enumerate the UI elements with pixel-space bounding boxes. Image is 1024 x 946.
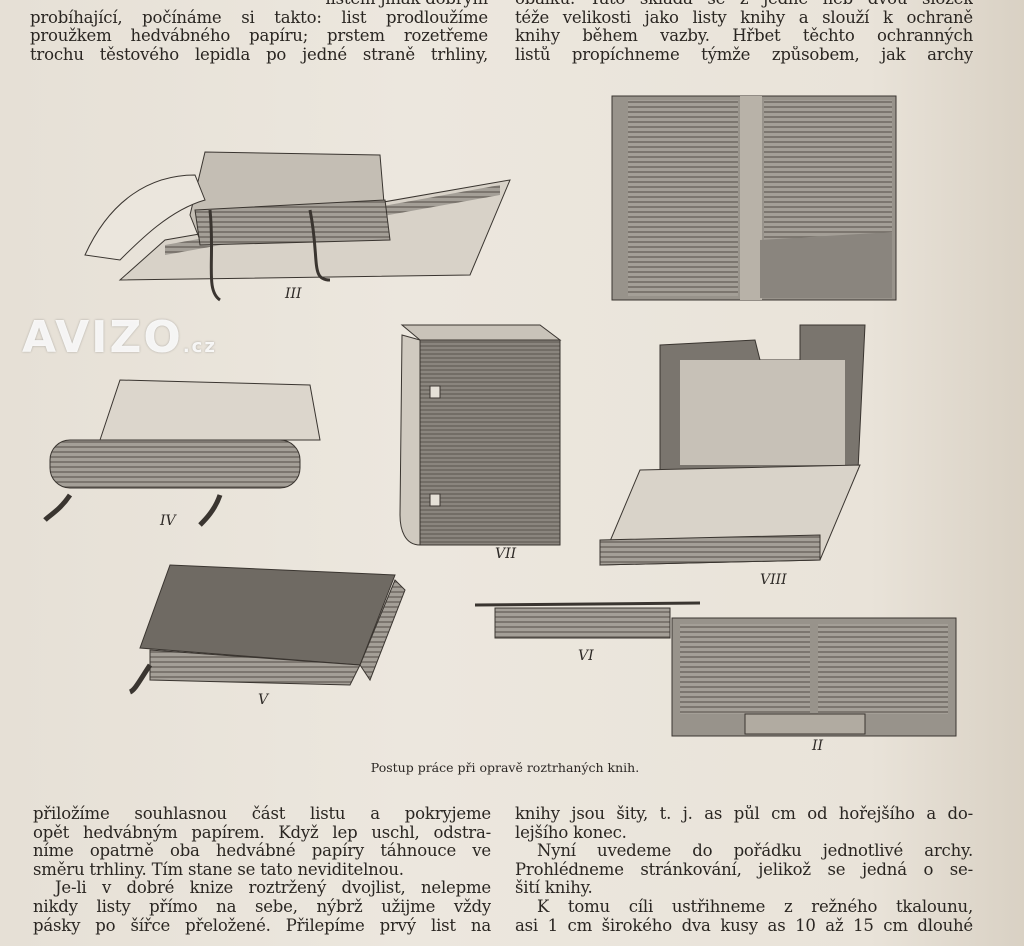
text-line: téže velikosti jako listy knihy a slouží… [515, 8, 973, 27]
figure-label-vii: VII [495, 546, 517, 562]
watermark-suffix: .cz [182, 336, 217, 357]
figure-label-iv: IV [160, 513, 176, 529]
figure-open-pages-top [611, 95, 897, 301]
text-line: asi 1 cm širokého dva kusy as 10 až 15 c… [515, 916, 973, 935]
figure-caption: Postup práce při opravě roztrhaných knih… [370, 760, 640, 775]
figure-v [128, 564, 406, 695]
text-line: trochu těstového lepidla po jedné straně… [30, 45, 488, 64]
figure-label-vi: VI [578, 648, 594, 664]
text-line: opět hedvábným papírem. Když lep uschl, … [33, 823, 491, 842]
text-line: šití knihy. [515, 879, 593, 898]
text-line: níme opatrně oba hedvábné papíry táhnouc… [33, 842, 491, 861]
text-line: knihy během vazby. Hřbet těchto ochranný… [515, 27, 973, 46]
text-line: Nyní uvedeme do pořádku jednotlivé archy… [537, 842, 973, 861]
figure-label-viii: VIII [760, 572, 787, 588]
watermark-text: AVIZO [22, 312, 183, 363]
top-right-column: obálku. Tato skládá se z jedné neb dvou … [515, 0, 973, 64]
text-line: listem jinak dobrým [30, 0, 488, 9]
text-line: přiložíme souhlasnou část listu a pokryj… [33, 805, 491, 823]
illustrations [43, 95, 957, 737]
text-line: směru trhliny. Tím stane se tato nevidit… [33, 860, 404, 879]
text-line: probíhající, počínáme si takto: list pro… [30, 8, 488, 27]
bottom-right-column: knihy jsou šity, t. j. as půl cm od hoře… [515, 805, 973, 935]
text-line: Je-li v dobré knize roztržený dvojlist, … [55, 879, 491, 898]
text-line: pásky po šířce přeložené. Přilepíme prvý… [33, 916, 491, 935]
figure-ii [671, 617, 957, 737]
text-line: listů propíchneme týmže způsobem, jak ar… [515, 45, 973, 64]
figure-iv [43, 379, 321, 527]
watermark-logo: AVIZO.cz [22, 312, 217, 373]
text-line: lejšího konec. [515, 823, 627, 842]
text-line: obálku. Tato skládá se z jedné neb dvou … [515, 0, 973, 9]
figure-viii [599, 324, 866, 566]
bottom-left-column: přiložíme souhlasnou část listu a pokryj… [33, 805, 491, 935]
text-line: proužkem hedvábného papíru; prstem rozet… [30, 27, 488, 46]
figure-label-iii: III [285, 286, 302, 302]
text-line: nikdy listy přímo na sebe, nýbrž užijme … [33, 897, 491, 916]
figure-iii [84, 151, 511, 302]
top-left-column: listem jinak dobrým probíhající, počínám… [30, 0, 488, 64]
text-line: K tomu cíli ustřihneme z režného tkaloun… [537, 897, 973, 916]
figure-label-ii: II [812, 738, 824, 754]
figure-vi [474, 601, 701, 639]
text-line: Prohlédneme stránkování, jelikož se jedn… [515, 860, 973, 879]
text-line: knihy jsou šity, t. j. as půl cm od hoře… [515, 805, 973, 823]
figure-label-v: V [258, 692, 269, 708]
figure-vii [399, 324, 562, 546]
